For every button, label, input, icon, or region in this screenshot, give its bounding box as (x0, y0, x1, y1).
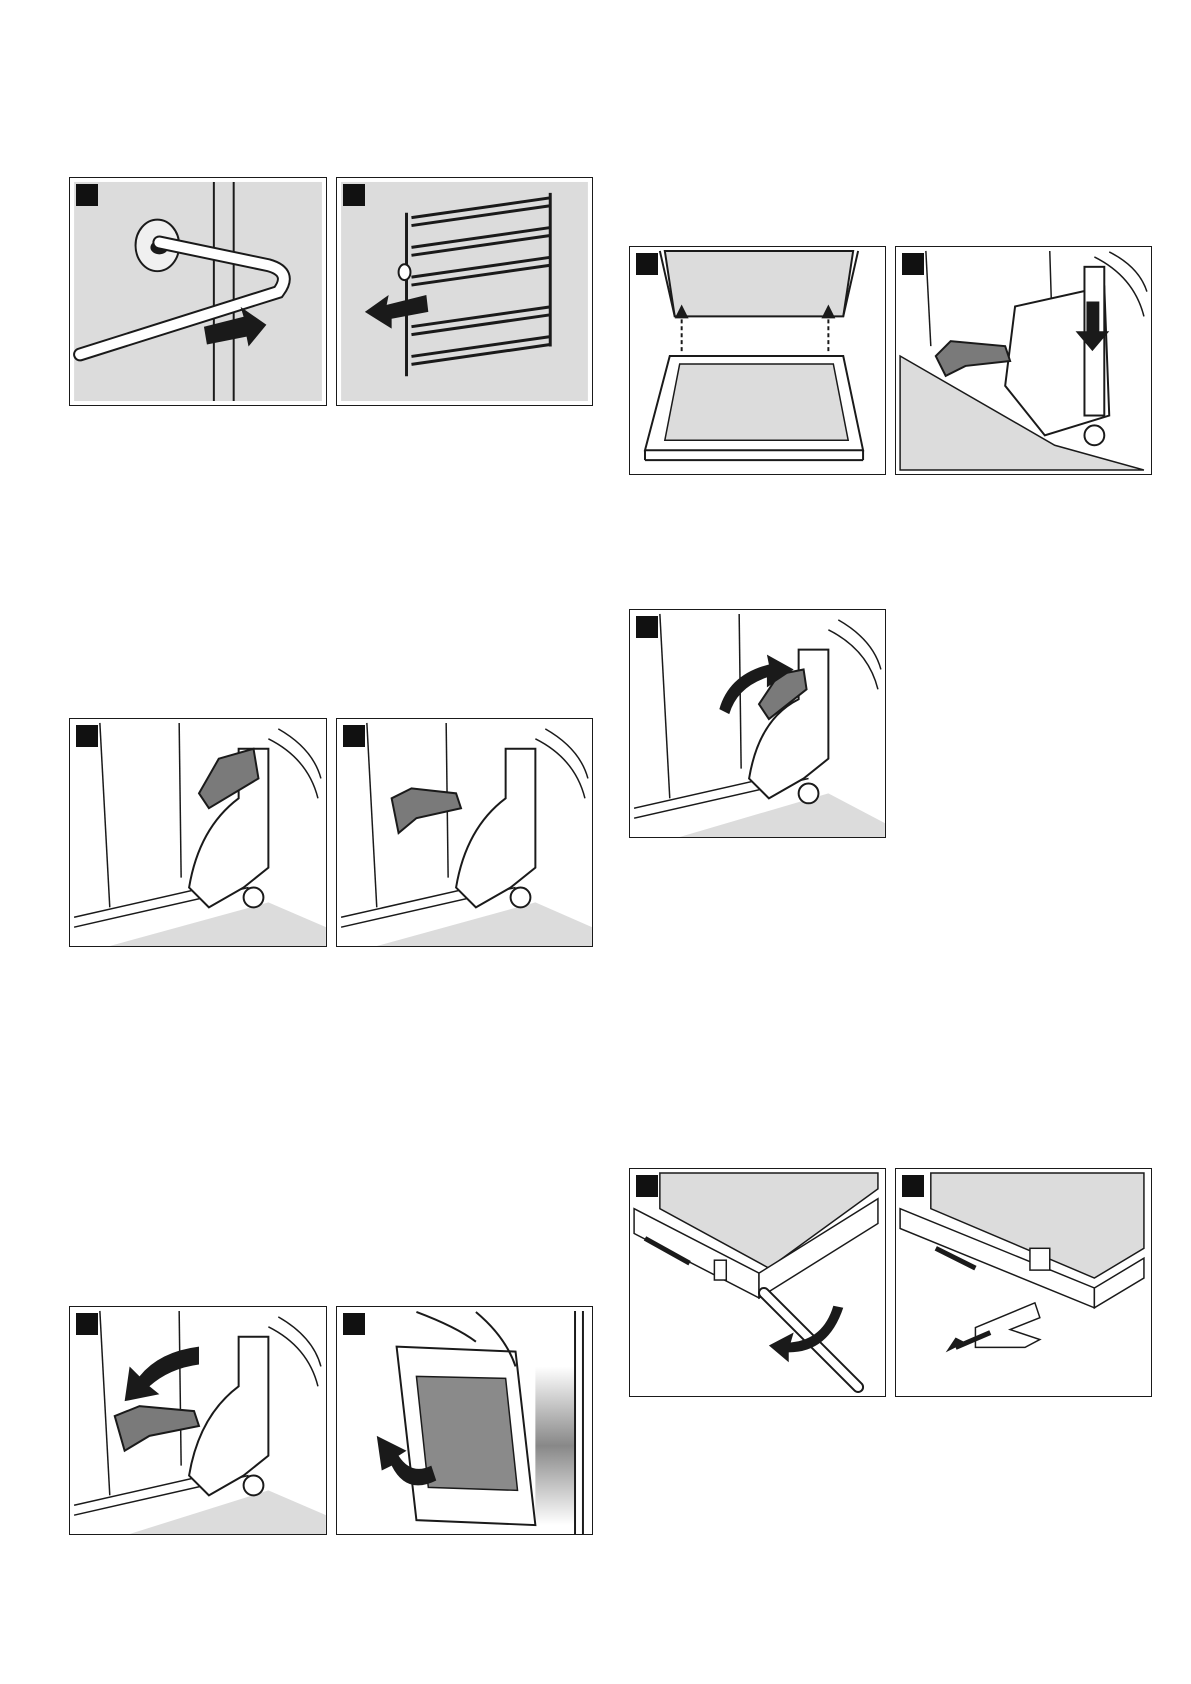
step-marker (76, 184, 98, 206)
step-marker (636, 253, 658, 275)
figure-panel-hinge-lever-down (336, 718, 593, 947)
screw-removal-illustration (630, 1169, 885, 1396)
cover-pull-out-illustration (896, 1169, 1151, 1396)
figure-panel-rail-hook (69, 177, 327, 406)
step-marker (902, 253, 924, 275)
hinge-lever-raise-illustration (630, 610, 885, 837)
hinge-lever-up-illustration (70, 719, 326, 946)
step-marker (636, 616, 658, 638)
step-marker (902, 1175, 924, 1197)
figure-panel-door-glass-lift (629, 246, 886, 475)
shelf-rack-illustration (337, 178, 592, 405)
figure-panel-hinge-lever-press (895, 246, 1152, 475)
figure-panel-hinge-lever-raise (629, 609, 886, 838)
step-marker (343, 184, 365, 206)
figure-panel-hinge-lever-lower (69, 1306, 327, 1535)
figure-panel-cover-pull-out (895, 1168, 1152, 1397)
hinge-lever-lower-illustration (70, 1307, 326, 1534)
door-lift-off-illustration (337, 1307, 592, 1534)
step-marker (76, 1313, 98, 1335)
step-marker (76, 725, 98, 747)
hinge-lever-down-illustration (337, 719, 592, 946)
figure-panel-shelf-rack (336, 177, 593, 406)
figure-panel-screw-removal (629, 1168, 886, 1397)
hinge-lever-press-illustration (896, 247, 1151, 474)
figure-panel-door-lift-off (336, 1306, 593, 1535)
rail-hook-illustration (70, 178, 326, 405)
step-marker (343, 1313, 365, 1335)
figure-panel-hinge-lever-up (69, 718, 327, 947)
door-glass-lift-illustration (630, 247, 885, 474)
step-marker (636, 1175, 658, 1197)
step-marker (343, 725, 365, 747)
